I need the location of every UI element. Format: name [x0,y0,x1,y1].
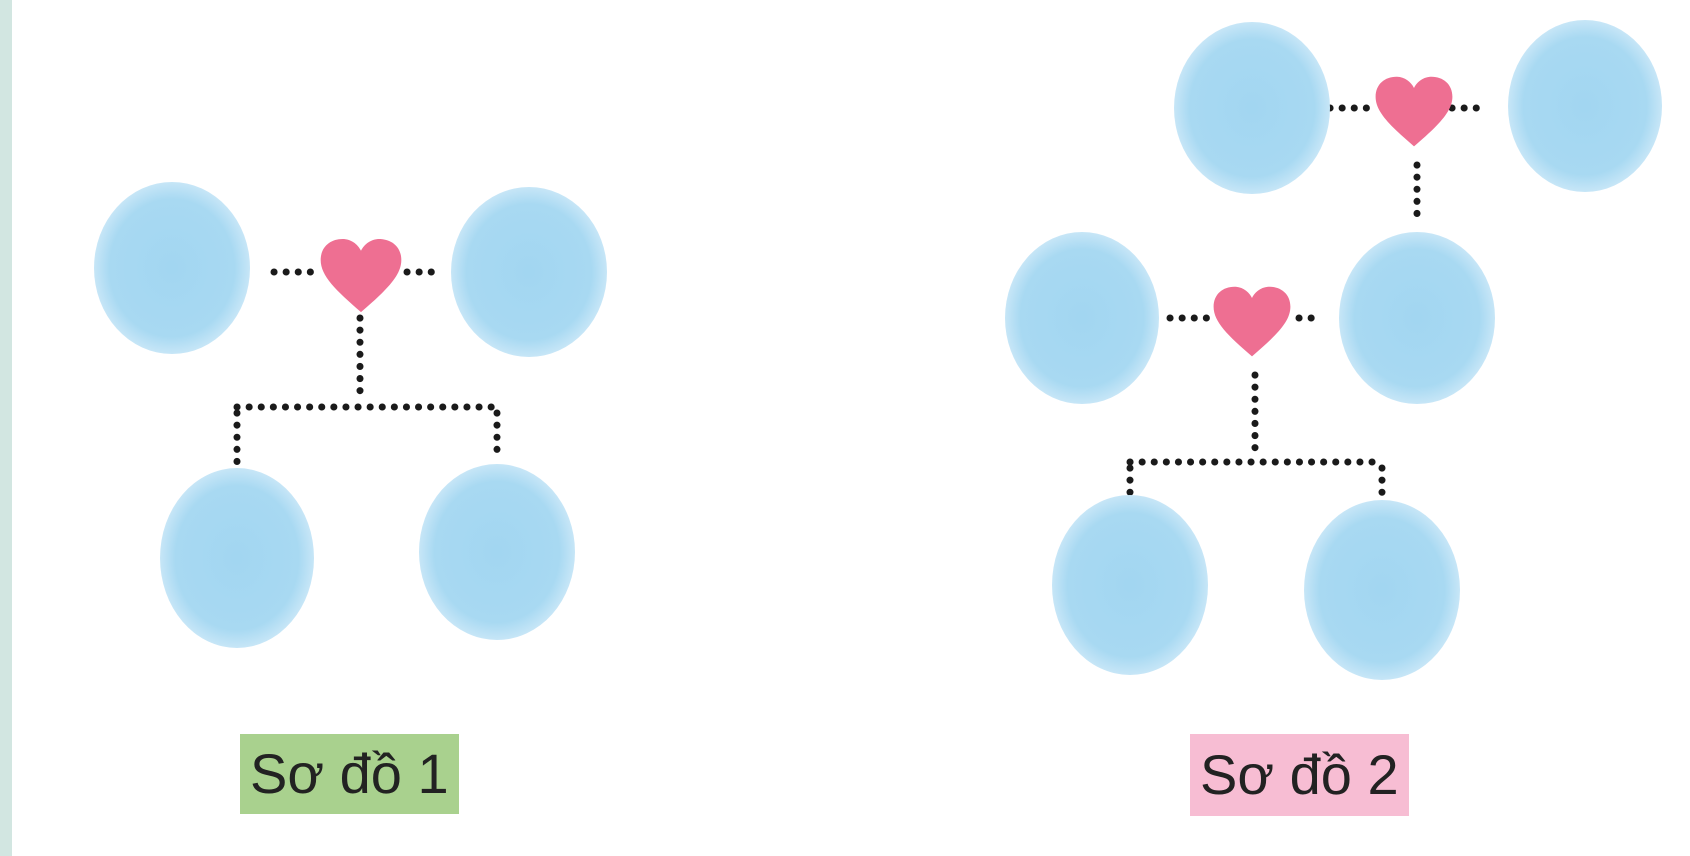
d2-grandparent-right-node [1508,20,1662,192]
d2-parent-left-node [1005,232,1159,404]
d2-child-right-node [1304,500,1460,680]
diagram-canvas: Sơ đồ 1 Sơ đồ 2 [12,0,1690,856]
d2-parent-right-node [1339,232,1495,404]
diagram-2-label: Sơ đồ 2 [1190,734,1409,816]
heart-icon [1375,76,1453,147]
diagram-2 [1005,20,1662,680]
d1-parent-right-node [451,187,607,357]
heart-icon [1213,286,1291,357]
d1-child-left-node [160,468,314,648]
d2-child-left-node [1052,495,1208,675]
diagram-1-label: Sơ đồ 1 [240,734,459,814]
d2-grandparent-left-node [1174,22,1330,194]
family-diagrams [94,20,1662,680]
diagram-1 [94,182,607,648]
d1-child-right-node [419,464,575,640]
heart-icon [320,239,402,313]
d1-parent-left-node [94,182,250,354]
